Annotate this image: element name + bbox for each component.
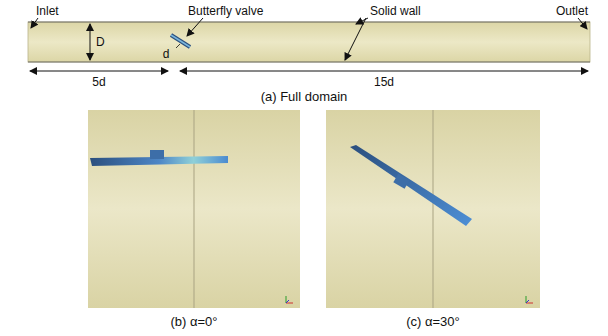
part-label: Butterfly valve <box>188 4 263 18</box>
dimension-label: 5d <box>90 75 107 89</box>
dimension-15d <box>180 71 588 72</box>
dimension-D <box>90 24 91 60</box>
figure-caption: (b) α=0° <box>170 315 217 329</box>
boundary-label: Solid wall <box>370 4 421 18</box>
figure-caption: (c) α=30° <box>406 315 460 329</box>
leader-lines <box>31 18 587 60</box>
pipe-domain <box>28 22 590 62</box>
dimension-label: D <box>96 35 105 49</box>
dimension-label: d <box>163 47 170 61</box>
boundary-label: Inlet <box>36 4 59 18</box>
panel-b <box>88 110 300 308</box>
dimension-label: 15d <box>372 75 396 89</box>
figure-caption: (a) Full domain <box>261 90 348 104</box>
dimension-d <box>176 44 180 48</box>
boundary-label: Outlet <box>556 4 588 18</box>
panel-c <box>326 110 540 308</box>
dimension-5d <box>30 71 168 72</box>
valve-small <box>171 35 190 47</box>
